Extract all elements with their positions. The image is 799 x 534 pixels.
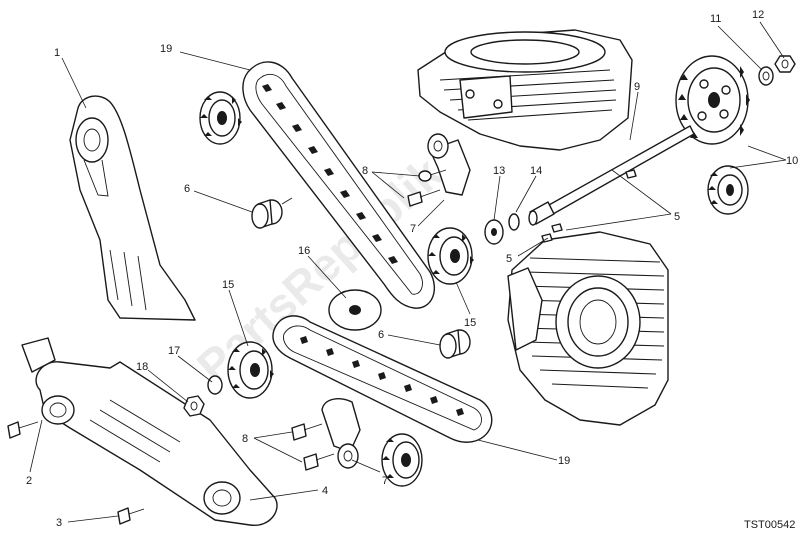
part-3-bolt — [117, 507, 145, 525]
part-9-shaft — [528, 125, 695, 226]
callouts: 1 2 3 4 5 5 6 6 7 7 8 8 9 10 11 12 13 14… — [26, 9, 798, 529]
part-13-washer — [484, 219, 504, 245]
callout-7a: 7 — [410, 223, 416, 235]
upper-timing-belt — [242, 61, 435, 309]
callout-9: 9 — [634, 81, 640, 93]
rear-cylinder — [417, 29, 633, 151]
part-8-bolts-upper — [407, 169, 447, 207]
callout-3: 3 — [56, 517, 62, 529]
callout-4: 4 — [322, 485, 328, 497]
part-7-tensioner-upper — [427, 133, 471, 196]
callout-15b: 15 — [464, 317, 476, 329]
part-2-bolt — [7, 421, 39, 439]
part-18-nut — [183, 395, 205, 417]
part-1-upper-belt-cover — [69, 95, 196, 321]
callout-17: 17 — [168, 345, 180, 357]
part-8-bolts-lower — [291, 423, 335, 471]
part-12-nut — [774, 55, 796, 73]
callout-15a: 15 — [222, 279, 234, 291]
part-17-washer — [207, 375, 223, 395]
callout-6a: 6 — [184, 183, 190, 195]
upper-left-pulley — [199, 91, 242, 145]
callout-16: 16 — [298, 245, 310, 257]
callout-12: 12 — [752, 9, 764, 21]
callout-8b: 8 — [242, 433, 248, 445]
callout-1: 1 — [54, 47, 60, 59]
center-pulley-upper — [427, 227, 474, 285]
leader-lines — [29, 21, 787, 523]
lower-right-pulley — [381, 433, 423, 487]
callout-8a: 8 — [362, 165, 368, 177]
callout-5a: 5 — [674, 211, 680, 223]
part-10-large-gear — [675, 55, 750, 145]
callout-19a: 19 — [160, 43, 172, 55]
callout-10: 10 — [786, 155, 798, 167]
callout-2: 2 — [26, 475, 32, 487]
part-6-spacer-upper — [251, 197, 293, 229]
callout-13: 13 — [493, 165, 505, 177]
callout-19b: 19 — [558, 455, 570, 467]
callout-6b: 6 — [378, 329, 384, 341]
callout-18: 18 — [136, 361, 148, 373]
part-14-circlip — [508, 213, 520, 231]
callout-11: 11 — [710, 13, 721, 25]
part-16-washer — [328, 289, 382, 331]
callout-7b: 7 — [382, 475, 388, 487]
part-11-washer — [758, 66, 774, 86]
part-7-tensioner-lower — [321, 398, 361, 469]
drawing-code: TST00542 — [744, 519, 795, 531]
lower-left-pulley — [227, 341, 274, 399]
callout-5b: 5 — [506, 253, 512, 265]
part-10-small-gear — [707, 165, 749, 215]
part-6-spacer-lower — [439, 329, 471, 359]
part-4-lower-belt-cover — [21, 337, 278, 526]
front-cylinder-head — [507, 231, 669, 426]
callout-14: 14 — [530, 165, 542, 177]
